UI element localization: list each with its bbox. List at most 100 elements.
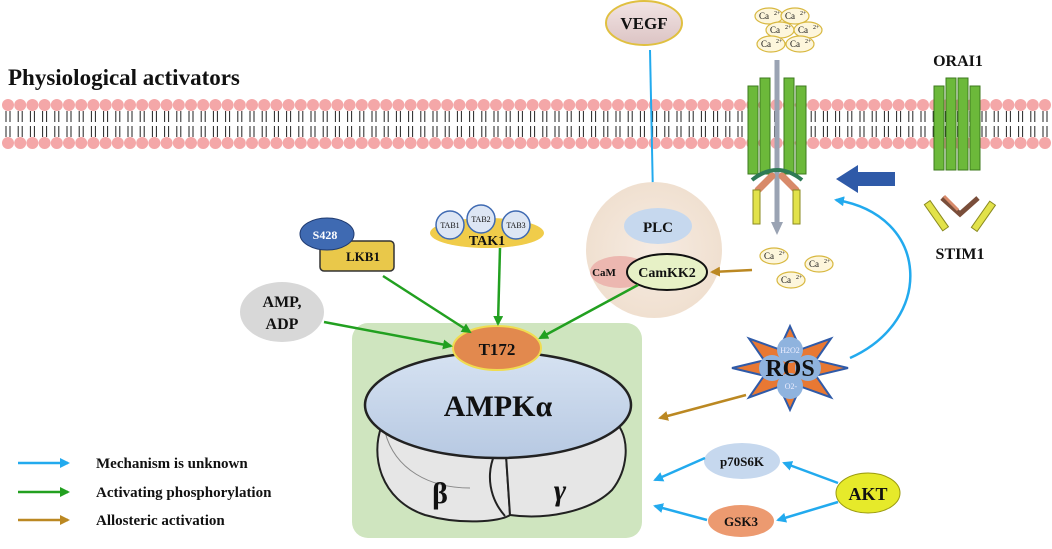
- lipid-head: [258, 137, 271, 149]
- lipid-head: [246, 137, 258, 149]
- lipid-head: [636, 99, 649, 111]
- akt-to-gsk3-arrow: [776, 500, 839, 523]
- ampk-alpha-label: AMPKα: [444, 390, 553, 423]
- lipid-head: [1039, 99, 1051, 111]
- lipid-head: [172, 99, 185, 111]
- lipid-head: [307, 137, 319, 149]
- calcium-channel: [747, 60, 807, 235]
- camkk2-to-t172-arrow: [538, 283, 639, 340]
- lipid-head: [892, 99, 905, 111]
- t172-label: T172: [479, 340, 516, 359]
- lipid-head: [75, 137, 88, 149]
- lipid-head: [697, 99, 710, 111]
- lipid-head: [319, 137, 332, 149]
- lipid-head: [270, 99, 283, 111]
- lipid-head: [429, 137, 441, 149]
- gsk3-label: GSK3: [724, 514, 758, 529]
- lipid-head: [233, 137, 246, 149]
- lipid-head: [63, 99, 75, 111]
- lipid-head: [111, 99, 124, 111]
- calcium-ion-charge: 2+: [796, 275, 803, 281]
- lkb1-label: LKB1: [346, 249, 380, 264]
- lipid-head: [87, 99, 100, 111]
- ros-to-channel-arrow: [834, 196, 912, 360]
- lipid-head: [50, 99, 63, 111]
- lipid-head: [856, 99, 868, 111]
- tab3-node: [501, 210, 531, 240]
- lipid-head: [990, 137, 1003, 149]
- lipid-head: [990, 99, 1003, 111]
- lipid-head: [392, 137, 405, 149]
- lipid-head: [307, 99, 319, 111]
- calcium-ion-charge: 2+: [776, 39, 783, 45]
- lipid-head: [563, 99, 576, 111]
- p70s6k-node: [704, 443, 780, 479]
- lipid-head: [355, 99, 368, 111]
- calcium-ion-label: Ca: [759, 11, 769, 21]
- lipid-head: [978, 99, 990, 111]
- tab1-node: [435, 210, 465, 240]
- lipid-head: [63, 137, 75, 149]
- akt-to-p70s6k-arrow: [782, 461, 839, 485]
- lipid-head: [734, 137, 746, 149]
- lipid-head: [599, 137, 612, 149]
- lipid-head: [331, 137, 344, 149]
- ros-to-ampk-arrow: [658, 393, 747, 421]
- lipid-head: [819, 99, 832, 111]
- lipid-head: [148, 99, 161, 111]
- lipid-head: [917, 137, 929, 149]
- lipid-head: [368, 99, 380, 111]
- lipid-head: [1014, 99, 1027, 111]
- lipid-head: [209, 99, 222, 111]
- lipid-head: [282, 137, 295, 149]
- lipid-head: [685, 137, 698, 149]
- lipid-head: [734, 99, 746, 111]
- lipid-head: [526, 137, 539, 149]
- beta-subunit-label: β: [432, 477, 448, 510]
- tab1-label: TAB1: [440, 221, 459, 230]
- legend-allosteric-label: Allosteric activation: [96, 513, 225, 529]
- tak1-to-t172-arrow: [493, 247, 504, 326]
- lipid-head: [343, 137, 356, 149]
- lipid-head: [892, 137, 905, 149]
- o2-molecule: [777, 373, 803, 399]
- lipid-head: [807, 137, 820, 149]
- lipid-head: [185, 137, 197, 149]
- calcium-ion-label: Ca: [790, 39, 800, 49]
- lkb1-to-t172-arrow: [382, 274, 472, 334]
- ros-molecule: [795, 355, 821, 381]
- stim1-protein: [923, 194, 997, 233]
- calcium-ion-label: Ca: [785, 11, 795, 21]
- calcium-ion-charge: 2+: [805, 39, 812, 45]
- lipid-head: [648, 137, 661, 149]
- lipid-head: [563, 137, 576, 149]
- tab3-label: TAB3: [506, 221, 525, 230]
- legend: Mechanism is unknown Activating phosphor…: [18, 456, 272, 529]
- lipid-head: [587, 137, 600, 149]
- lipid-head: [416, 137, 429, 149]
- lipid-head: [917, 99, 929, 111]
- lipid-head: [355, 137, 368, 149]
- lipid-head: [136, 99, 149, 111]
- lipid-head: [331, 99, 344, 111]
- orai1-label: ORAI1: [933, 53, 983, 70]
- tak1-label: TAK1: [469, 234, 505, 249]
- tab2-node: [466, 204, 496, 234]
- lipid-head: [477, 99, 490, 111]
- lipid-head: [880, 137, 893, 149]
- lipid-head: [880, 99, 893, 111]
- vegf-node: [605, 0, 683, 46]
- lipid-head: [575, 99, 588, 111]
- calcium-ion-charge: 2+: [774, 11, 781, 17]
- calcium-ion: Ca 2+: [785, 35, 815, 53]
- lipid-head: [721, 99, 734, 111]
- cell-membrane: [2, 99, 1051, 149]
- lipid-head: [14, 137, 27, 149]
- amp-label: AMP,: [263, 294, 302, 311]
- lipid-head: [26, 137, 39, 149]
- calcium-ion-charge: 2+: [800, 11, 807, 17]
- lipid-head: [209, 137, 222, 149]
- camkk2-node: [626, 253, 708, 291]
